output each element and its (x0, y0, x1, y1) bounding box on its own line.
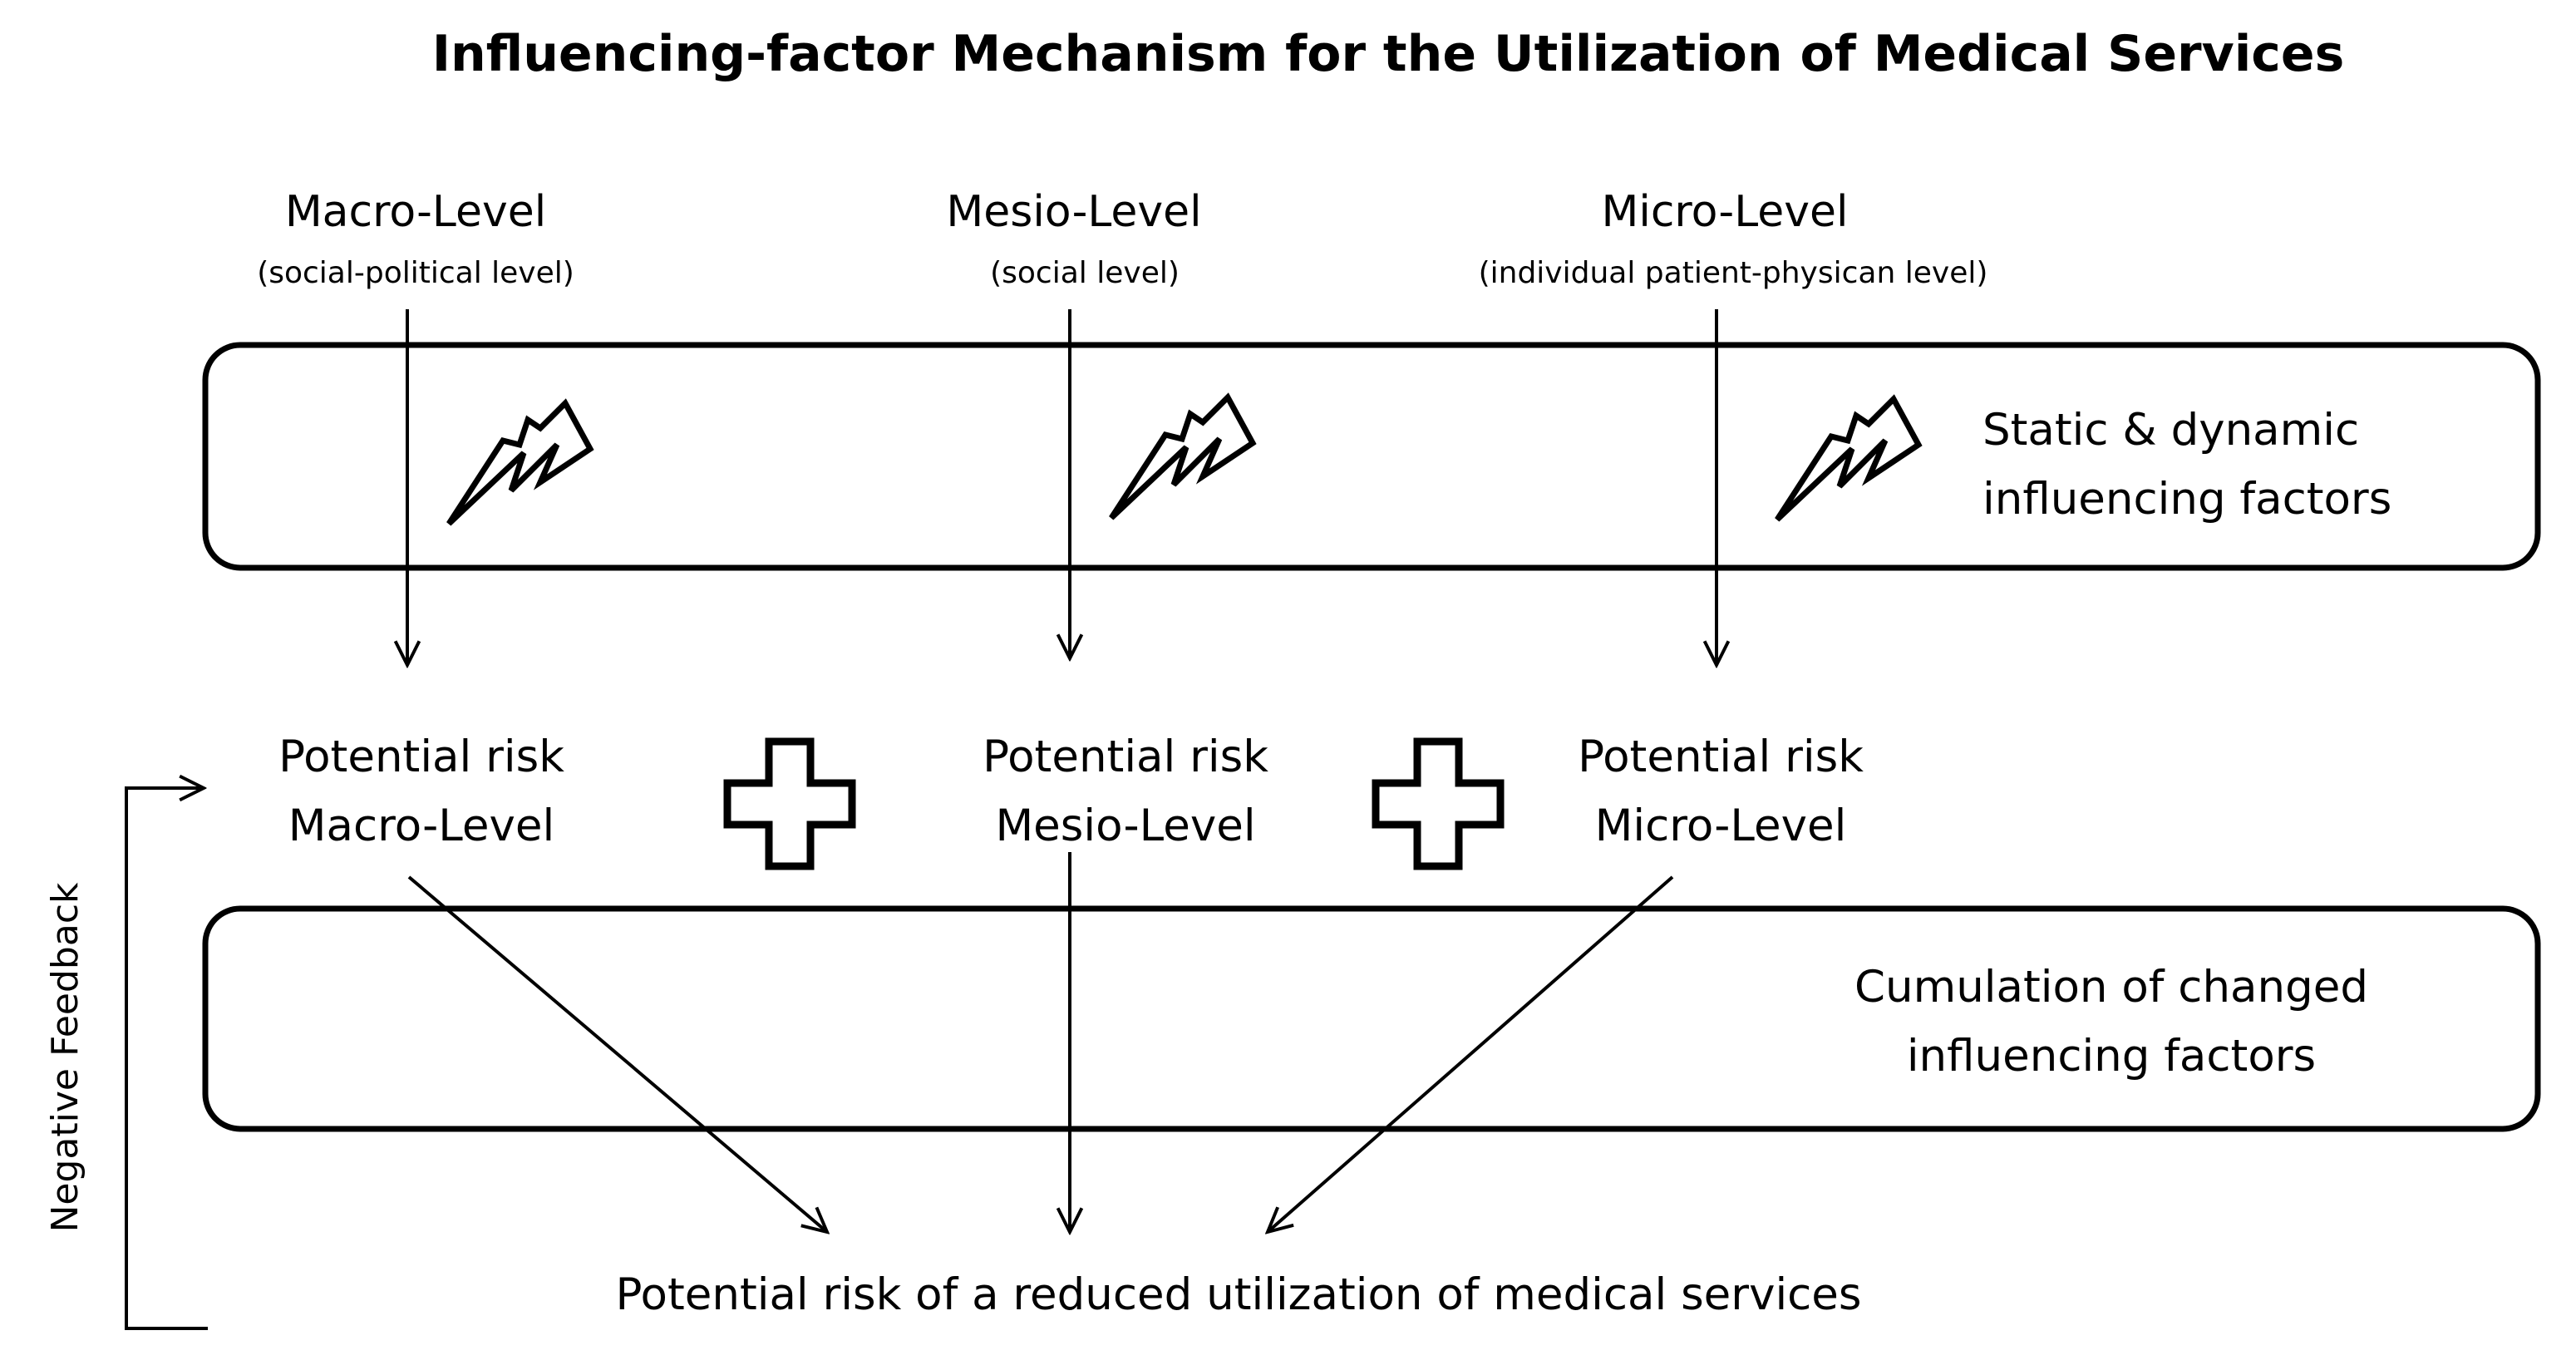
lightning-icon (1109, 392, 1257, 520)
cumulation-box (202, 905, 2541, 1132)
box-top-label-line1: Static & dynamic (1982, 405, 2359, 456)
risk-micro-line1: Potential risk (1578, 732, 1864, 782)
risk-micro-line2: Micro-Level (1595, 801, 1847, 851)
feedback-loop-arrow (125, 788, 208, 1330)
level-name-macro: Macro-Level (285, 187, 546, 237)
bottom-statement: Potential risk of a reduced utilization … (615, 1269, 1861, 1320)
box-bottom-label-line1: Cumulation of changed (1854, 962, 2368, 1013)
risk-mesio-line1: Potential risk (983, 732, 1268, 782)
arrow-macro-to-bottom (407, 875, 827, 1232)
plus-icon (723, 737, 856, 870)
box-top-label-line2: influencing factors (1982, 474, 2391, 525)
level-sub-micro: (individual patient-physican level) (1479, 256, 1988, 290)
risk-macro-line2: Macro-Level (288, 801, 554, 851)
plus-icon (1372, 737, 1505, 870)
level-sub-mesio: (social level) (990, 256, 1180, 290)
box-bottom-label-line2: influencing factors (1907, 1031, 2316, 1082)
level-name-mesio: Mesio-Level (946, 187, 1201, 237)
arrow-micro-to-bottom (1268, 875, 1674, 1232)
lightning-icon (1775, 394, 1923, 522)
level-name-micro: Micro-Level (1602, 187, 1849, 237)
risk-macro-line1: Potential risk (278, 732, 564, 782)
level-sub-macro: (social-political level) (257, 256, 574, 290)
diagram-title: Influencing-factor Mechanism for the Uti… (432, 25, 2345, 83)
influencing-factors-box (202, 342, 2541, 571)
risk-mesio-line2: Mesio-Level (995, 801, 1255, 851)
lightning-icon (446, 398, 594, 526)
feedback-label: Negative Feedback (44, 882, 86, 1233)
